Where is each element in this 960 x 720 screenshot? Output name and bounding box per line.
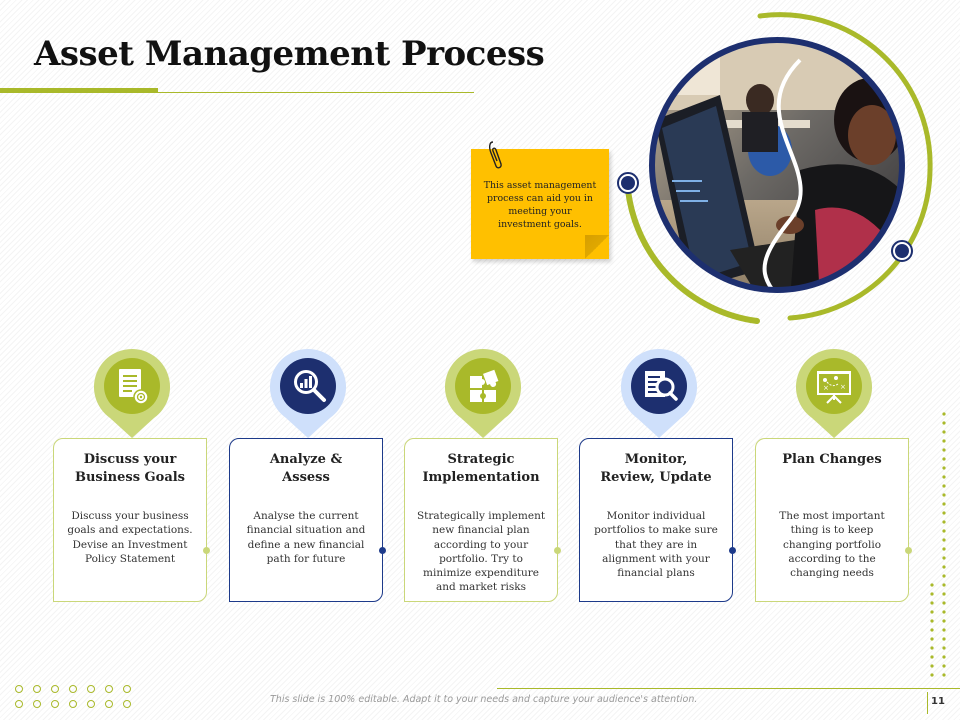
magnifier-chart-icon: [294, 370, 326, 402]
card-dot: [379, 547, 386, 554]
step-title: Monitor, Review, Update: [600, 452, 712, 485]
step-title: Analyze & Assess: [269, 452, 343, 485]
step-description: Analyse the current financial situation …: [246, 510, 366, 565]
title-accent-bar: [0, 88, 158, 93]
footer-text: This slide is 100% editable. Adapt it to…: [270, 694, 698, 705]
hero-photo: [617, 12, 933, 324]
step-card-1: Discuss your Business Goals Discuss your…: [53, 438, 210, 602]
document-search-icon: [645, 371, 678, 401]
step-description: Discuss your business goals and expectat…: [67, 510, 193, 565]
step-title: Strategic Implementation: [422, 452, 540, 485]
document-target-icon: [119, 369, 149, 405]
step-card-4: Monitor, Review, Update Monitor individu…: [579, 438, 736, 602]
puzzle-icon: [470, 369, 499, 402]
card-dot: [729, 547, 736, 554]
step-card-2: Analyze & Assess Analyse the current fin…: [229, 438, 386, 602]
card-dot: [203, 547, 210, 554]
svg-text:×: ×: [823, 384, 829, 392]
strategy-board-icon: × ×: [817, 371, 851, 404]
step-description: Monitor individual portfolios to make su…: [594, 510, 718, 580]
footer-line: [497, 688, 960, 689]
sticky-note-text: This asset management process can aid yo…: [483, 180, 597, 230]
svg-text:×: ×: [840, 383, 846, 391]
step-title: Discuss your Business Goals: [74, 452, 186, 485]
title-underline: [158, 92, 474, 93]
step-description: Strategically implement new financial pl…: [416, 510, 546, 594]
step-card-3: Strategic Implementation Strategically i…: [404, 438, 561, 602]
page-number-divider: [927, 692, 928, 714]
decorative-dot-columns: [930, 412, 946, 677]
step-title: Plan Changes: [782, 452, 882, 467]
card-dot: [905, 547, 912, 554]
sticky-note: This asset management process can aid yo…: [471, 149, 609, 259]
paperclip-icon: [488, 141, 502, 169]
slide-title: Asset Management Process: [34, 34, 545, 74]
page-number: 11: [931, 696, 945, 707]
step-description: The most important thing is to keep chan…: [779, 510, 885, 580]
decorative-dot-grid: [15, 685, 131, 708]
step-card-5: Plan Changes The most important thing is…: [755, 438, 912, 602]
card-dot: [554, 547, 561, 554]
note-fold: [585, 235, 609, 259]
